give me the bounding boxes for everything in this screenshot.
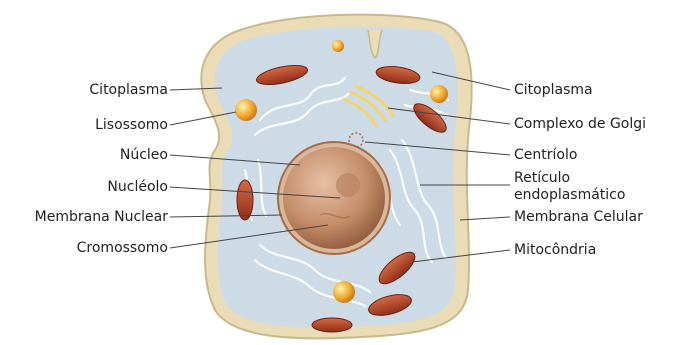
lysosome [332, 40, 344, 52]
lysosome [235, 99, 257, 121]
label-membrana-celular: Membrana Celular [514, 209, 643, 225]
lysosome [430, 85, 448, 103]
mitochondrion [237, 180, 253, 220]
label-mitocondria: Mitocôndria [514, 242, 596, 258]
label-nucleo: Núcleo [120, 147, 168, 163]
label-complexo-golgi: Complexo de Golgi [514, 116, 646, 132]
label-nucleolo: Nucléolo [107, 179, 168, 195]
lysosome [333, 281, 355, 303]
label-membrana-nuclear: Membrana Nuclear [35, 209, 168, 225]
label-lisossomo: Lisossomo [95, 117, 168, 133]
label-citoplasma-right: Citoplasma [514, 82, 593, 98]
nucleolus [336, 173, 360, 197]
label-reticulo-line2: endoplasmático [514, 187, 625, 203]
label-centriolo: Centríolo [514, 147, 577, 163]
mitochondrion [312, 318, 352, 332]
label-reticulo-line1: Retículo [514, 170, 570, 186]
label-citoplasma-left: Citoplasma [89, 82, 168, 98]
label-cromossomo: Cromossomo [77, 240, 168, 256]
